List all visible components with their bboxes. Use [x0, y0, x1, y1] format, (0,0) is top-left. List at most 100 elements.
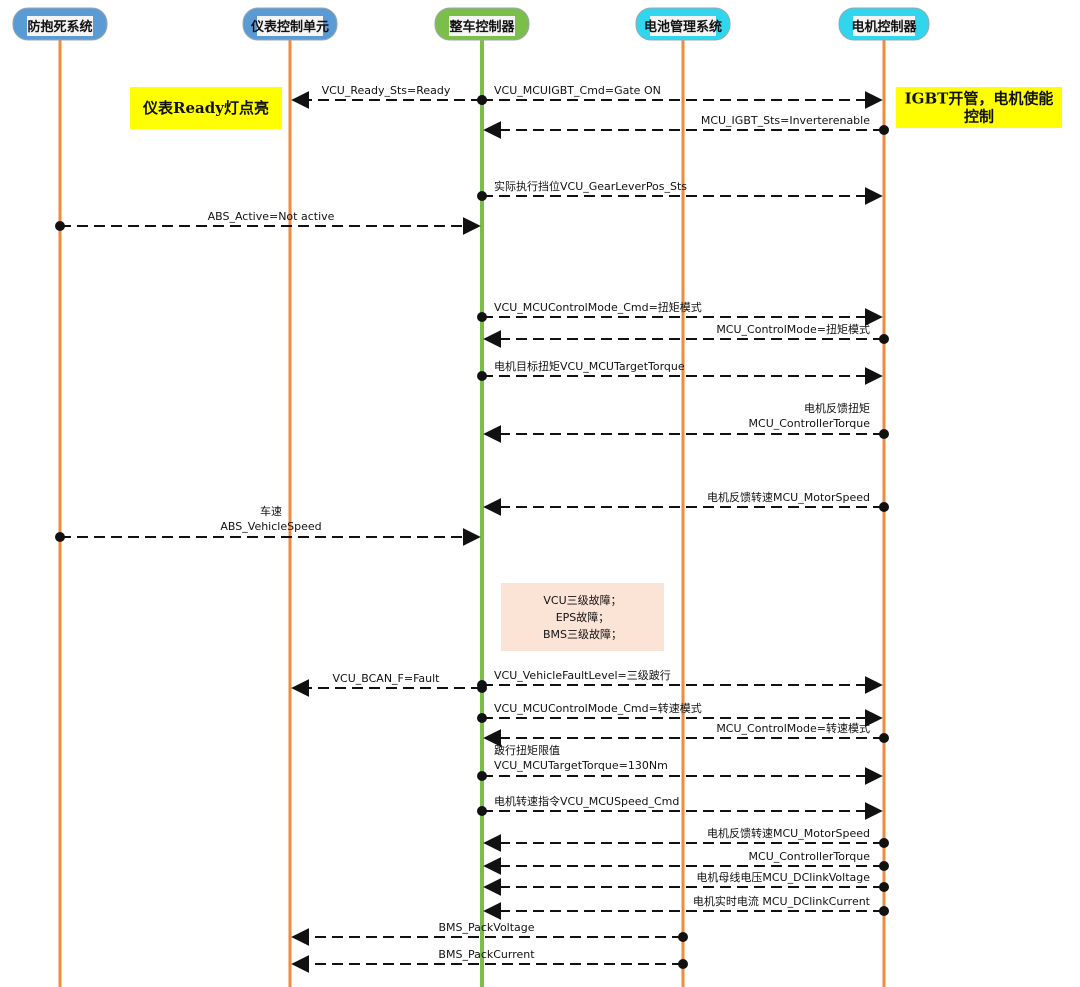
message-label-9: 电机反馈转速MCU_MotorSpeed	[707, 490, 870, 504]
actor-abs: 防抱死系统	[12, 7, 108, 41]
note-2-line-1: EPS故障；	[556, 610, 610, 624]
message-20: 电机实时电流 MCU_DClinkCurrent	[483, 894, 889, 920]
actor-label-bg-bms	[650, 16, 716, 36]
message-origin-dot-21	[678, 932, 688, 942]
messages: VCU_Ready_Sts=Ready VCU_MCUIGBT_Cmd=Gate …	[55, 84, 889, 973]
message-label-10: 车速	[260, 504, 282, 518]
message-label2-15: VCU_MCUTargetTorque=130Nm	[494, 759, 668, 772]
message-8: 电机反馈扭矩 MCU_ControllerTorque	[483, 401, 889, 443]
message-origin-dot-14	[879, 733, 889, 743]
note-0: 仪表Ready灯点亮	[130, 87, 282, 129]
message-origin-dot-2	[879, 125, 889, 135]
lifelines	[58, 36, 886, 987]
message-17: 电机反馈转速MCU_MotorSpeed	[483, 826, 889, 852]
note-2-line-0: VCU三级故障；	[543, 593, 621, 607]
message-label-19: 电机母线电压MCU_DClinkVoltage	[696, 870, 870, 884]
message-19: 电机母线电压MCU_DClinkVoltage	[483, 870, 889, 896]
message-label-15: 跛行扭矩限值	[494, 743, 560, 757]
message-13: VCU_MCUControlMode_Cmd=转速模式	[477, 701, 883, 727]
message-3: 实际执行挡位VCU_GearLeverPos_Sts	[477, 179, 883, 205]
message-18: MCU_ControllerTorque	[483, 850, 889, 875]
message-origin-dot-18	[879, 861, 889, 871]
actor-label-ipc: 仪表控制单元	[250, 19, 329, 35]
note-2-line-2: BMS三级故障；	[543, 627, 622, 641]
message-label-1: VCU_MCUIGBT_Cmd=Gate ON	[494, 84, 661, 97]
message-label2-10: ABS_VehicleSpeed	[220, 520, 321, 533]
actor-label-bg-abs	[27, 16, 93, 36]
actor-label-bg-ipc	[257, 16, 323, 36]
actor-bms: 电池管理系统	[635, 7, 731, 41]
note-2: VCU三级故障； EPS故障； BMS三级故障；	[501, 583, 664, 651]
message-label-3: 实际执行挡位VCU_GearLeverPos_Sts	[494, 179, 687, 193]
note-box-1	[896, 87, 1062, 128]
message-label-14: MCU_ControlMode=转速模式	[716, 721, 870, 735]
actors: 防抱死系统 仪表控制单元 整车控制器 电池管理系统 电机控制器	[12, 7, 930, 41]
message-label-20: 电机实时电流 MCU_DClinkCurrent	[693, 894, 871, 908]
message-label-6: MCU_ControlMode=扭矩模式	[716, 322, 870, 336]
message-10: 车速 ABS_VehicleSpeed	[55, 504, 481, 546]
message-origin-dot-20	[879, 906, 889, 916]
message-14: MCU_ControlMode=转速模式	[483, 721, 889, 747]
message-15: 跛行扭矩限值 VCU_MCUTargetTorque=130Nm	[477, 743, 883, 785]
actor-label-bg-mcu	[853, 16, 915, 36]
message-label-5: VCU_MCUControlMode_Cmd=扭矩模式	[494, 300, 702, 314]
note-box-0	[130, 87, 282, 129]
message-9: 电机反馈转速MCU_MotorSpeed	[483, 490, 889, 516]
note-1-line-1: 控制	[964, 108, 994, 126]
message-2: MCU_IGBT_Sts=Inverterenable	[483, 114, 889, 139]
message-origin-dot-7	[477, 371, 487, 381]
message-label-0: VCU_Ready_Sts=Ready	[322, 84, 451, 97]
message-11: VCU_BCAN_F=Fault	[291, 672, 487, 697]
message-label-17: 电机反馈转速MCU_MotorSpeed	[707, 826, 870, 840]
actor-mcu: 电机控制器	[838, 7, 930, 41]
message-12: VCU_VehicleFaultLevel=三级跛行	[477, 668, 883, 694]
message-label-13: VCU_MCUControlMode_Cmd=转速模式	[494, 701, 702, 715]
message-origin-dot-9	[879, 502, 889, 512]
message-label-2: MCU_IGBT_Sts=Inverterenable	[701, 114, 870, 127]
actor-label-mcu: 电机控制器	[851, 19, 917, 35]
message-origin-dot-3	[477, 191, 487, 201]
message-origin-dot-13	[477, 713, 487, 723]
message-1: VCU_MCUIGBT_Cmd=Gate ON	[477, 84, 883, 109]
message-label-7: 电机目标扭矩VCU_MCUTargetTorque	[494, 359, 685, 373]
actor-label-bg-vcu	[449, 16, 515, 36]
message-label-12: VCU_VehicleFaultLevel=三级跛行	[494, 668, 671, 682]
message-label-21: BMS_PackVoltage	[438, 921, 534, 934]
message-0: VCU_Ready_Sts=Ready	[291, 84, 487, 109]
message-7: 电机目标扭矩VCU_MCUTargetTorque	[477, 359, 883, 385]
message-6: MCU_ControlMode=扭矩模式	[483, 322, 889, 348]
message-label-11: VCU_BCAN_F=Fault	[333, 672, 441, 685]
actor-vcu: 整车控制器	[434, 7, 530, 41]
message-origin-dot-16	[477, 806, 487, 816]
note-box-2	[501, 583, 664, 651]
message-22: BMS_PackCurrent	[291, 948, 688, 973]
message-label-4: ABS_Active=Not active	[208, 210, 335, 223]
message-label-22: BMS_PackCurrent	[438, 948, 535, 961]
message-origin-dot-19	[879, 882, 889, 892]
actor-label-bms: 电池管理系统	[644, 19, 722, 35]
message-label2-8: MCU_ControllerTorque	[749, 417, 871, 430]
message-label-18: MCU_ControllerTorque	[749, 850, 871, 863]
actor-label-abs: 防抱死系统	[27, 19, 92, 35]
message-origin-dot-12	[477, 680, 487, 690]
message-origin-dot-17	[879, 838, 889, 848]
message-4: ABS_Active=Not active	[55, 210, 481, 235]
message-origin-dot-4	[55, 221, 65, 231]
message-origin-dot-15	[477, 771, 487, 781]
message-5: VCU_MCUControlMode_Cmd=扭矩模式	[477, 300, 883, 326]
actor-label-vcu: 整车控制器	[448, 19, 515, 35]
message-origin-dot-22	[678, 959, 688, 969]
message-origin-dot-1	[477, 95, 487, 105]
message-label-8: 电机反馈扭矩	[804, 401, 870, 415]
message-label-16: 电机转速指令VCU_MCUSpeed_Cmd	[494, 794, 679, 808]
message-16: 电机转速指令VCU_MCUSpeed_Cmd	[477, 794, 883, 820]
message-origin-dot-8	[879, 429, 889, 439]
note-0-line-0: 仪表Ready灯点亮	[142, 99, 269, 117]
note-1-line-0: IGBT开管，电机使能	[905, 90, 1054, 108]
actor-ipc: 仪表控制单元	[242, 7, 338, 41]
message-21: BMS_PackVoltage	[291, 921, 688, 946]
message-origin-dot-6	[879, 334, 889, 344]
